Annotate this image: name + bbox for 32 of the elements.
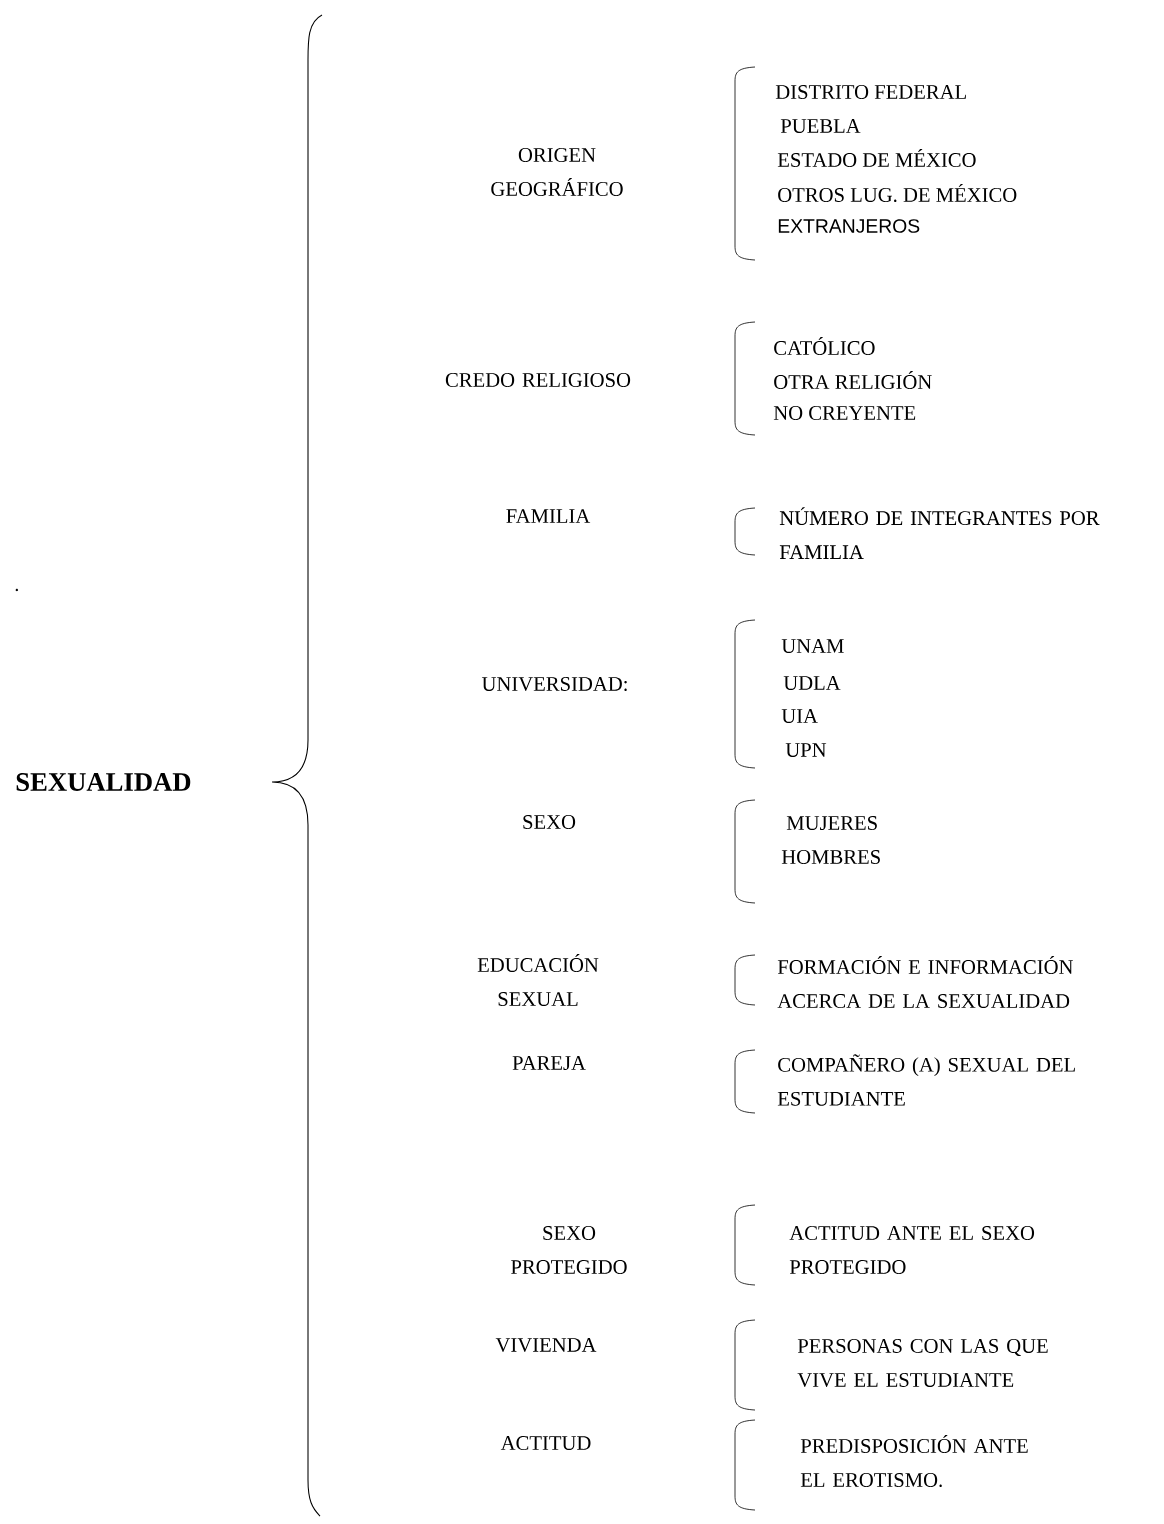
dot: . — [15, 588, 19, 592]
category-label: EDUCACIÓN SEXUAL — [477, 954, 599, 1006]
category-label: PAREJA — [512, 1056, 586, 1070]
item-label: DISTRITO FEDERAL — [775, 85, 966, 99]
category-label: ACTITUD — [500, 1436, 591, 1450]
category-label: CREDO RELIGIOSO — [445, 373, 631, 387]
category-label: SEXO PROTEGIDO — [511, 1226, 627, 1274]
item-label: ESTADO DE MÉXICO — [777, 149, 976, 167]
item-label: COMPAÑERO (A) SEXUAL DEL ESTUDIANTE — [777, 1054, 1075, 1106]
item-label: OTROS LUG. DE MÉXICO — [778, 184, 1017, 202]
item-label: PREDISPOSICIÓN ANTE EL EROTISMO. — [800, 1435, 1028, 1488]
item-label: PUEBLA — [780, 119, 861, 133]
category-label: SEXO — [523, 815, 576, 829]
category-label: UNIVERSIDAD: — [481, 677, 627, 691]
item-label: NÚMERO DE INTEGRANTES POR FAMILIA — [779, 507, 1100, 559]
item-label: NO CREYENTE — [773, 406, 916, 420]
item-label: ACTITUD ANTE EL SEXO PROTEGIDO — [789, 1226, 1035, 1274]
item-label: CATÓLICO — [774, 337, 875, 355]
category-label: FAMILIA — [506, 509, 591, 523]
item-label: UDLA — [783, 676, 841, 690]
item-label: OTRA RELIGIÓN — [774, 371, 932, 389]
category-label: ORIGEN GEOGRÁFICO — [491, 148, 623, 196]
item-label: EXTRANJEROS — [778, 219, 920, 233]
item-label: MUJERES — [786, 816, 877, 830]
main-heading: SEXUALIDAD — [16, 773, 191, 791]
item-label: HOMBRES — [781, 850, 880, 864]
item-label: FORMACIÓN E INFORMACIÓN ACERCA DE LA SEXUALIDAD — [777, 956, 1073, 1008]
item-label: UIA — [781, 709, 818, 723]
item-label: UNAM — [781, 639, 844, 653]
item-label: UPN — [785, 743, 827, 757]
category-label: VIVIENDA — [495, 1338, 597, 1352]
item-label: PERSONAS CON LAS QUE VIVE EL ESTUDIANTE — [797, 1339, 1048, 1387]
